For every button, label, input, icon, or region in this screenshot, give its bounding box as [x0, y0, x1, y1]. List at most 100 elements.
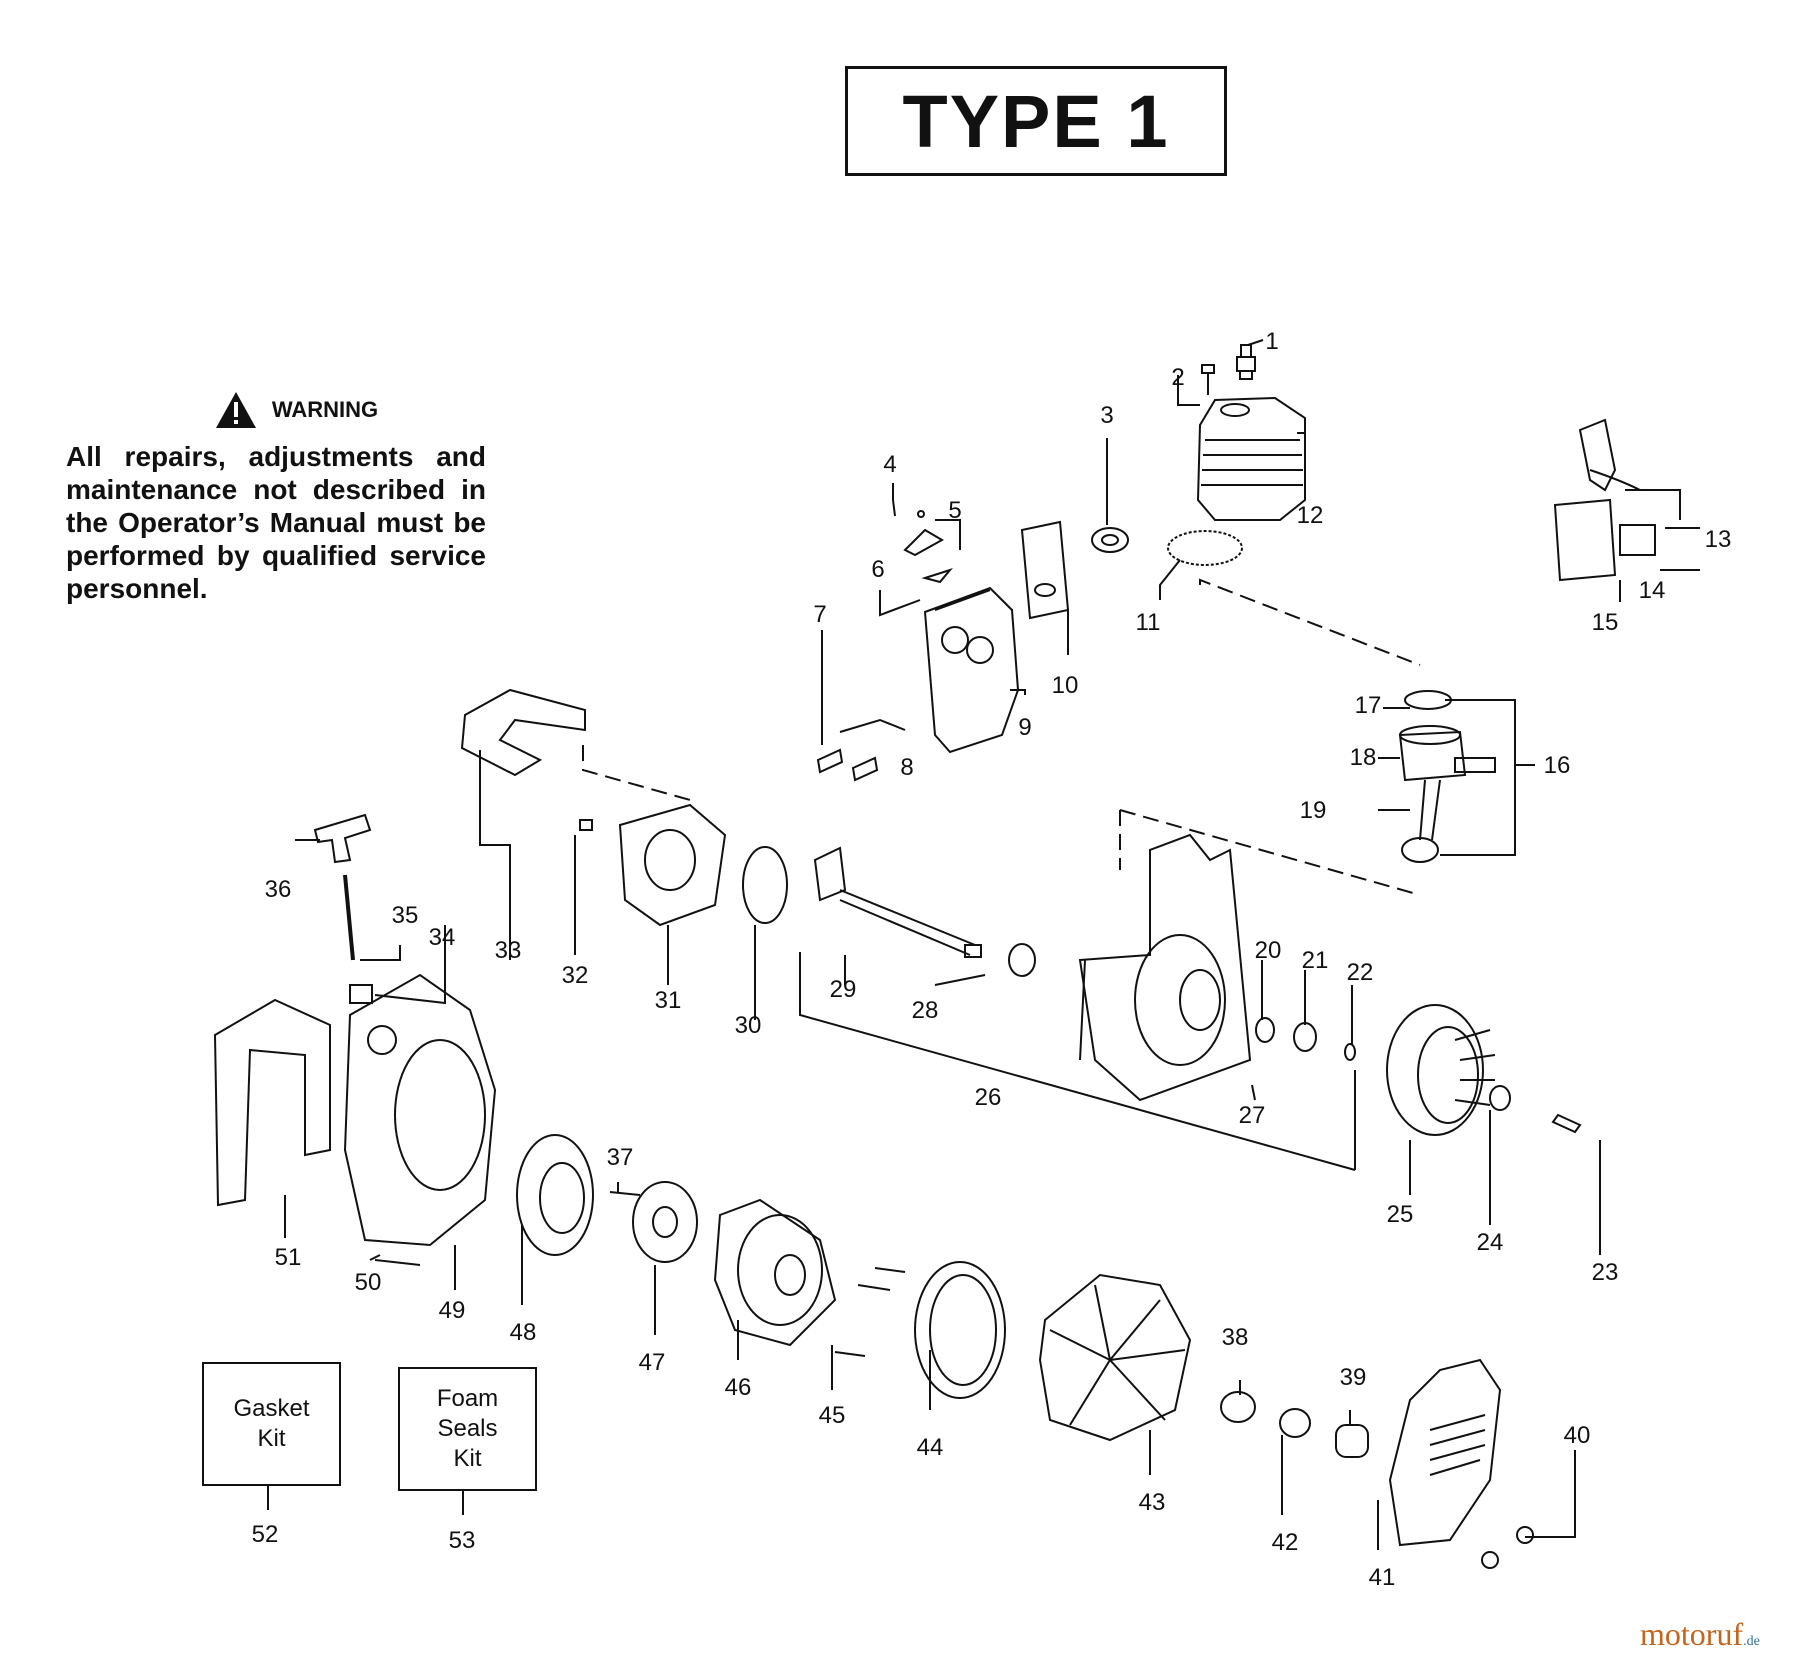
washer-38 [1220, 1391, 1256, 1423]
spark-plug [1236, 344, 1256, 380]
starter-housing [713, 1198, 837, 1347]
callout-4: 4 [883, 451, 896, 478]
callout-32: 32 [562, 962, 589, 989]
callout-46: 46 [725, 1374, 752, 1401]
o-ring-30 [742, 846, 788, 924]
callout-21: 21 [1302, 947, 1329, 974]
flywheel [1386, 1004, 1496, 1136]
ignition-module [1553, 418, 1700, 582]
callout-11: 11 [1136, 609, 1161, 636]
callout-37: 37 [607, 1144, 634, 1171]
spacer-39 [1335, 1424, 1369, 1458]
foam-seals-kit-box: Foam Seals Kit [398, 1367, 537, 1491]
intake-gasket [460, 688, 586, 777]
callout-52: 52 [252, 1521, 279, 1548]
exhaust-seal [1091, 527, 1129, 553]
callout-31: 31 [655, 987, 682, 1014]
callout-47: 47 [639, 1349, 666, 1376]
watermark-suffix: .de [1743, 1634, 1760, 1649]
callout-20: 20 [1255, 937, 1282, 964]
callout-50: 50 [355, 1269, 382, 1296]
callout-18: 18 [1350, 744, 1377, 771]
callout-23: 23 [1592, 1259, 1619, 1286]
watermark-name: motoruf [1640, 1616, 1744, 1652]
callout-19: 19 [1300, 797, 1327, 824]
cylinder [1196, 396, 1306, 521]
impeller [1038, 1273, 1192, 1442]
pin-23 [1551, 1113, 1582, 1134]
callout-34: 34 [429, 924, 456, 951]
callout-15: 15 [1592, 609, 1619, 636]
warning-triangle-icon [215, 392, 256, 428]
callout-25: 25 [1387, 1201, 1414, 1228]
watermark: motoruf.de [1640, 1616, 1760, 1653]
callout-6: 6 [871, 556, 884, 583]
callout-36: 36 [265, 876, 292, 903]
crankcase [1078, 833, 1252, 1102]
warning-notice: WARNING All repairs, adjustments and mai… [66, 390, 486, 605]
callout-48: 48 [510, 1319, 537, 1346]
callout-43: 43 [1139, 1489, 1166, 1516]
callout-30: 30 [735, 1012, 762, 1039]
screws-45 [834, 1267, 906, 1357]
diagram-title-box: TYPE 1 [845, 66, 1227, 176]
warning-heading: WARNING [271, 397, 379, 422]
callout-8: 8 [900, 754, 913, 781]
seal-28 [1008, 943, 1036, 977]
callout-14: 14 [1639, 577, 1666, 604]
warning-text: All repairs, adjustments and maintenance… [66, 441, 486, 604]
foam-seals-kit-label: Foam Seals Kit [436, 1385, 499, 1472]
callout-13: 13 [1705, 526, 1732, 553]
handle-tube [213, 998, 331, 1207]
screw-32 [579, 819, 593, 831]
callout-42: 42 [1272, 1529, 1299, 1556]
muffler [923, 586, 1020, 754]
cylinder-gasket [1167, 530, 1243, 566]
callout-27: 27 [1239, 1102, 1266, 1129]
callout-16: 16 [1544, 752, 1571, 779]
fan-retainer [914, 1261, 1006, 1399]
bearing-21 [1293, 1022, 1317, 1052]
washer-47 [632, 1181, 698, 1263]
callout-numbers: 1 2 3 4 5 6 7 8 9 10 11 12 13 14 15 16 1… [252, 328, 1732, 1591]
callout-9: 9 [1018, 714, 1031, 741]
diagram-title: TYPE 1 [902, 79, 1170, 163]
screw-50 [374, 1259, 421, 1266]
muffler-bolts [816, 718, 906, 782]
intake-adapter [618, 803, 727, 927]
callout-33: 33 [495, 937, 522, 964]
callout-26: 26 [975, 1084, 1002, 1111]
callout-12: 12 [1297, 502, 1324, 529]
crankshaft [813, 846, 982, 958]
callout-1: 1 [1265, 328, 1278, 355]
blower-cover [1388, 1358, 1502, 1547]
clip-22 [1344, 1043, 1356, 1061]
callout-28: 28 [912, 997, 939, 1024]
callout-51: 51 [275, 1244, 302, 1271]
starter-handle [313, 813, 373, 1004]
cylinder-bolt [1201, 364, 1215, 395]
callout-38: 38 [1222, 1324, 1249, 1351]
callout-41: 41 [1369, 1564, 1396, 1591]
callout-49: 49 [439, 1297, 466, 1324]
callout-45: 45 [819, 1402, 846, 1429]
callout-24: 24 [1477, 1229, 1504, 1256]
bearing-20 [1255, 1017, 1275, 1043]
starter-pulley [516, 1134, 594, 1256]
warning-header: WARNING [106, 390, 486, 430]
nut-42 [1279, 1408, 1311, 1438]
piston-assembly [1398, 690, 1496, 863]
callout-17: 17 [1355, 692, 1382, 719]
leader-lines [267, 339, 1681, 1550]
gasket-kit-box: Gasket Kit [202, 1362, 341, 1486]
screw-37 [609, 1191, 641, 1196]
washer-24 [1489, 1085, 1511, 1111]
callout-29: 29 [830, 976, 857, 1003]
fan-housing [343, 973, 497, 1247]
callout-2: 2 [1171, 364, 1184, 391]
callout-5: 5 [948, 497, 961, 524]
muffler-gasket [1020, 520, 1070, 620]
callout-3: 3 [1100, 402, 1113, 429]
